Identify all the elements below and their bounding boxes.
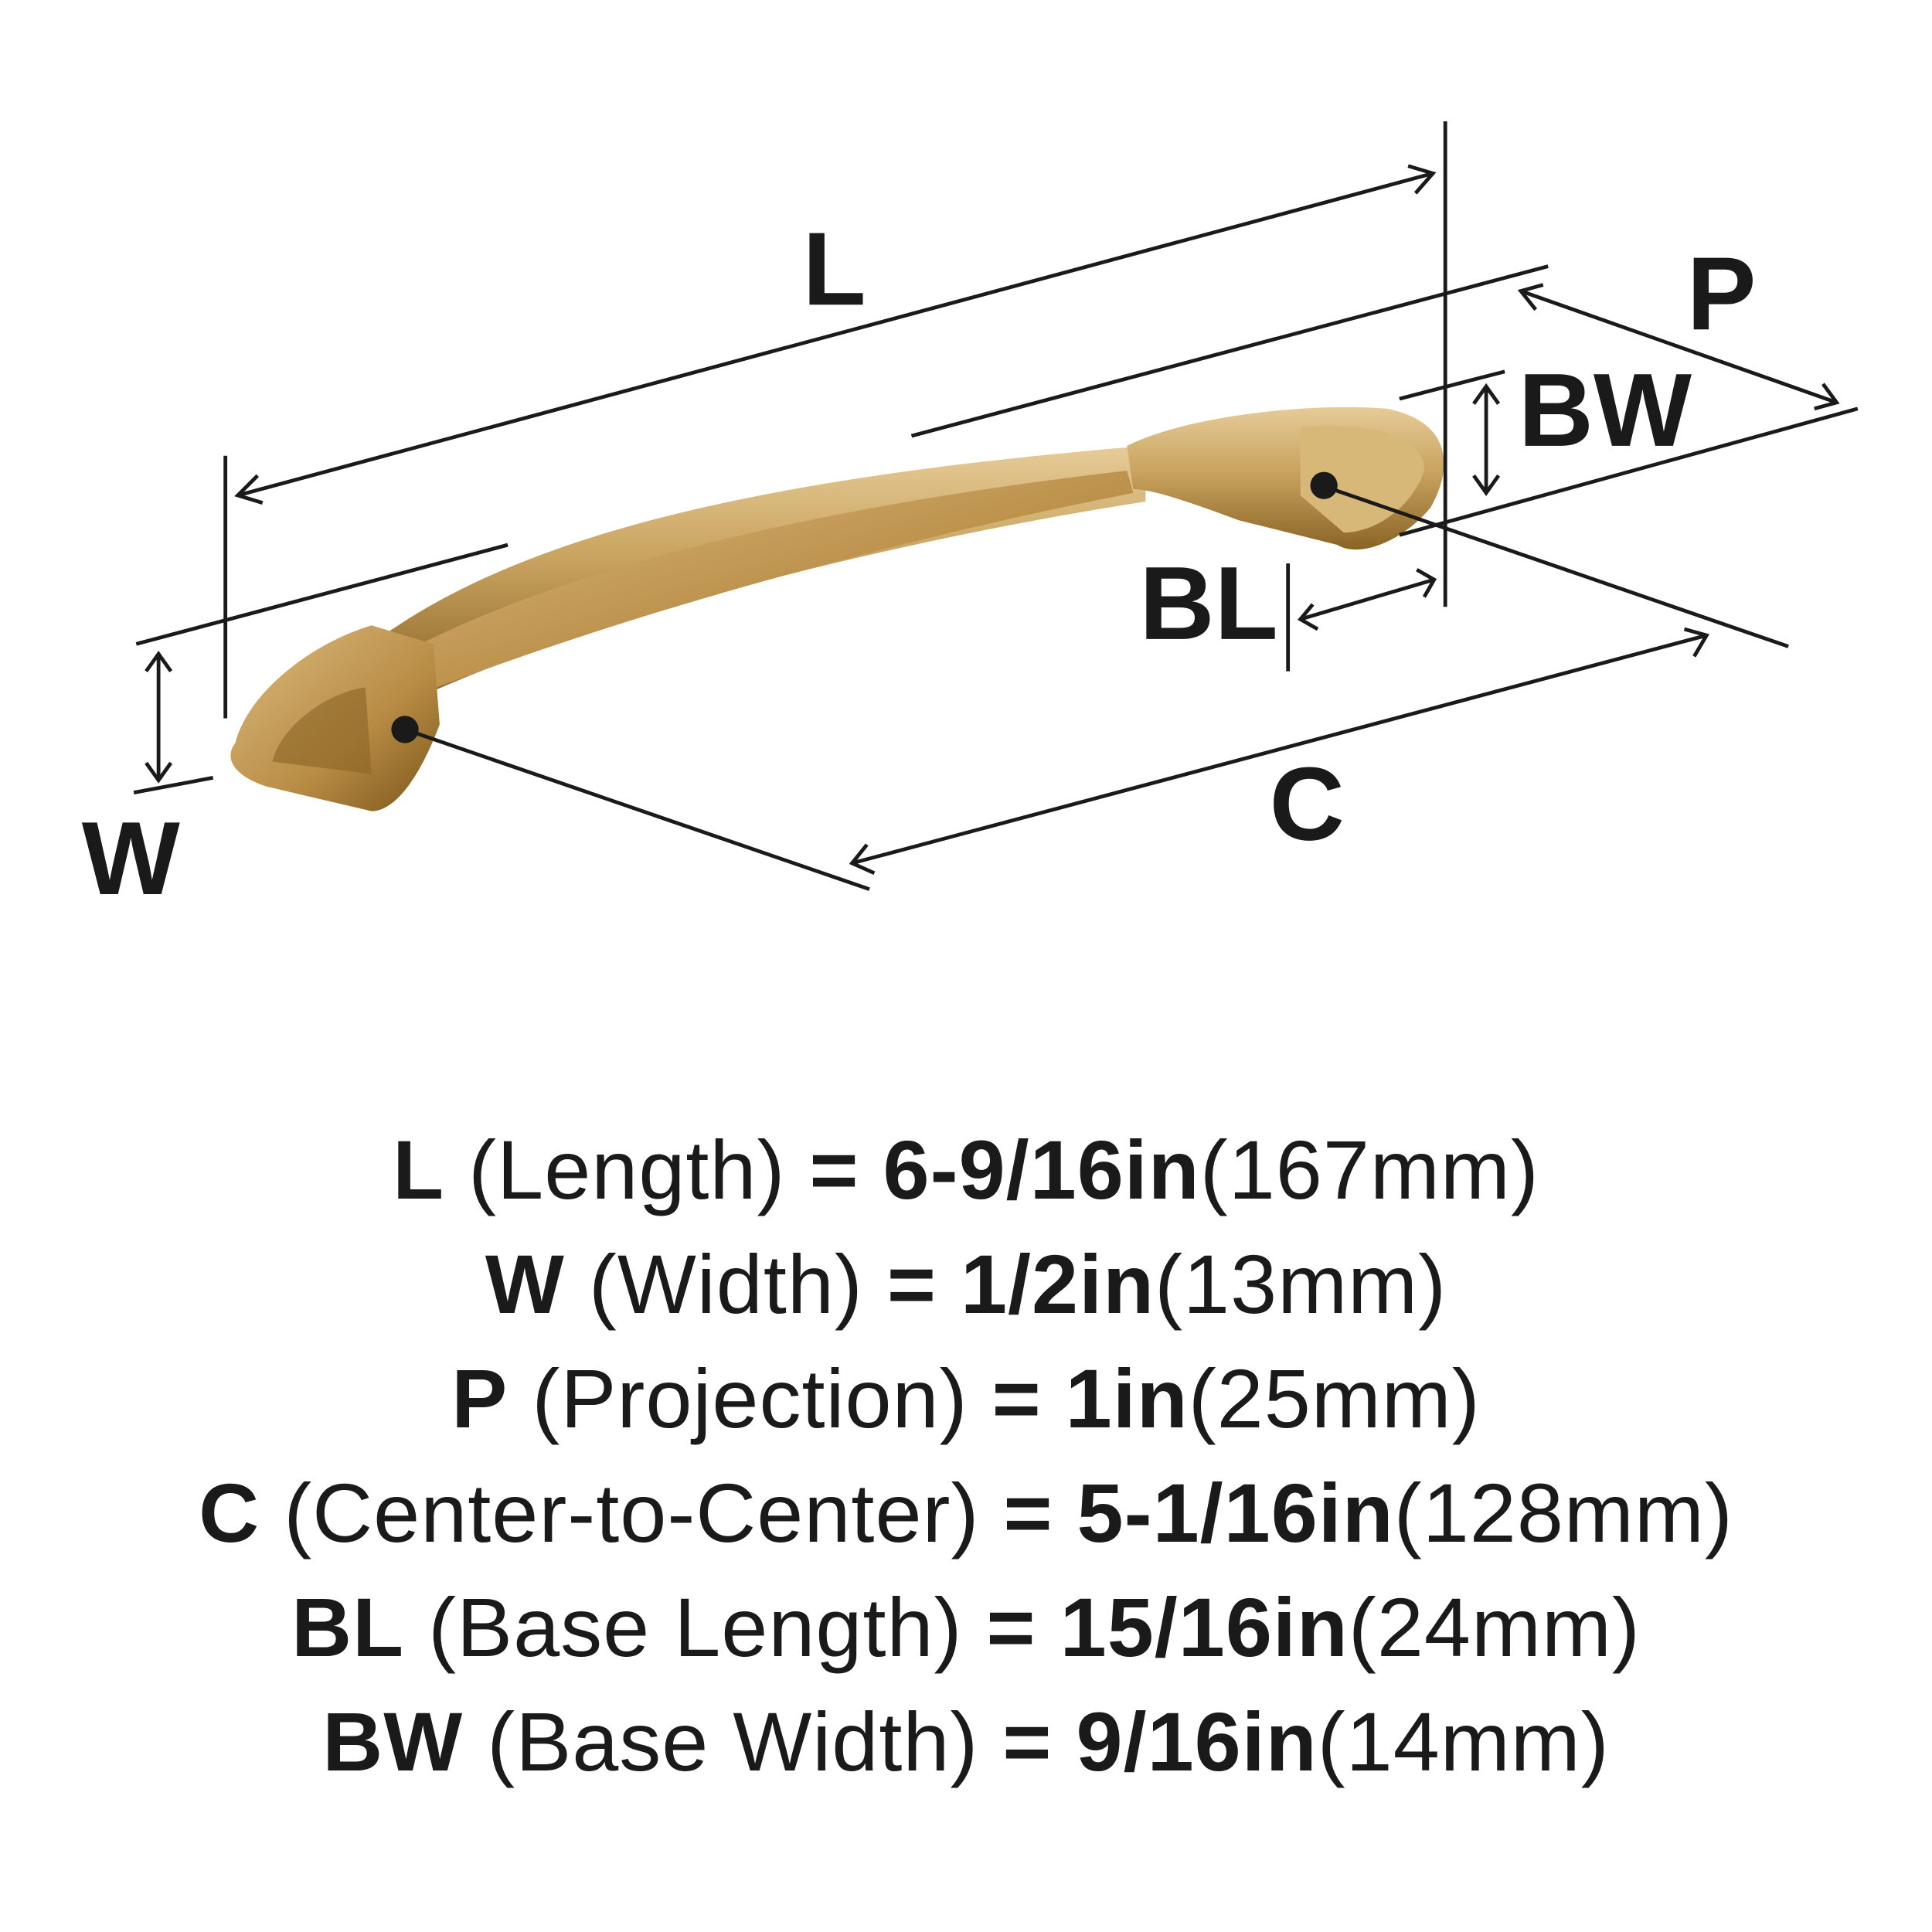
spec-row-center-to-center: C (Center-to-Center) = 5-1/16in(128mm): [0, 1456, 1932, 1570]
spec-name: (Width): [588, 1237, 863, 1331]
spec-row-base-length: BL (Base Length) = 15/16in(24mm): [0, 1570, 1932, 1685]
spec-name: (Projection): [532, 1352, 968, 1445]
spec-imperial: 15/16in: [1060, 1580, 1349, 1674]
spec-name: (Base Width): [487, 1695, 979, 1788]
spec-equals: =: [986, 1580, 1036, 1674]
spec-name: (Center-to-Center): [284, 1466, 980, 1560]
spec-code: C: [199, 1466, 260, 1560]
dimension-specs: L (Length) = 6-9/16in(167mm) W (Width) =…: [0, 1113, 1932, 1799]
spec-metric: (24mm): [1348, 1580, 1641, 1674]
label-W: W: [82, 800, 180, 917]
spec-imperial: 6-9/16in: [883, 1123, 1200, 1216]
spec-metric: (167mm): [1199, 1123, 1539, 1216]
spec-equals: =: [1002, 1695, 1053, 1788]
spec-equals: =: [1003, 1466, 1053, 1560]
label-P: P: [1687, 235, 1757, 352]
right-screw-hole: [1310, 471, 1338, 499]
spec-code: L: [393, 1123, 445, 1216]
spec-metric: (25mm): [1188, 1352, 1481, 1445]
label-C: C: [1270, 746, 1345, 862]
label-L: L: [802, 210, 866, 327]
spec-metric: (128mm): [1393, 1466, 1733, 1560]
spec-row-length: L (Length) = 6-9/16in(167mm): [0, 1113, 1932, 1227]
spec-metric: (14mm): [1317, 1695, 1610, 1788]
spec-code: P: [451, 1352, 509, 1445]
label-BW: BW: [1519, 352, 1692, 468]
spec-row-width: W (Width) = 1/2in(13mm): [0, 1227, 1932, 1342]
spec-name: (Base Length): [428, 1580, 963, 1674]
left-screw-hole: [391, 716, 419, 743]
spec-metric: (13mm): [1155, 1237, 1447, 1331]
spec-equals: =: [886, 1237, 937, 1331]
label-BL: BL: [1139, 545, 1277, 662]
spec-equals: =: [992, 1352, 1042, 1445]
dimension-lines: [133, 121, 1859, 891]
spec-code: W: [485, 1237, 565, 1331]
spec-imperial: 5-1/16in: [1077, 1466, 1394, 1560]
spec-code: BW: [322, 1695, 464, 1788]
spec-row-base-width: BW (Base Width) = 9/16in(14mm): [0, 1685, 1932, 1799]
dimension-diagram: L P BW BL C W: [82, 121, 1859, 917]
spec-row-projection: P (Projection) = 1in(25mm): [0, 1342, 1932, 1456]
spec-imperial: 1/2in: [960, 1237, 1155, 1331]
spec-code: BL: [291, 1580, 405, 1674]
spec-imperial: 1in: [1065, 1352, 1189, 1445]
spec-equals: =: [809, 1123, 859, 1216]
cabinet-pull-handle: [230, 406, 1444, 811]
spec-name: (Length): [468, 1123, 786, 1216]
spec-imperial: 9/16in: [1076, 1695, 1318, 1788]
